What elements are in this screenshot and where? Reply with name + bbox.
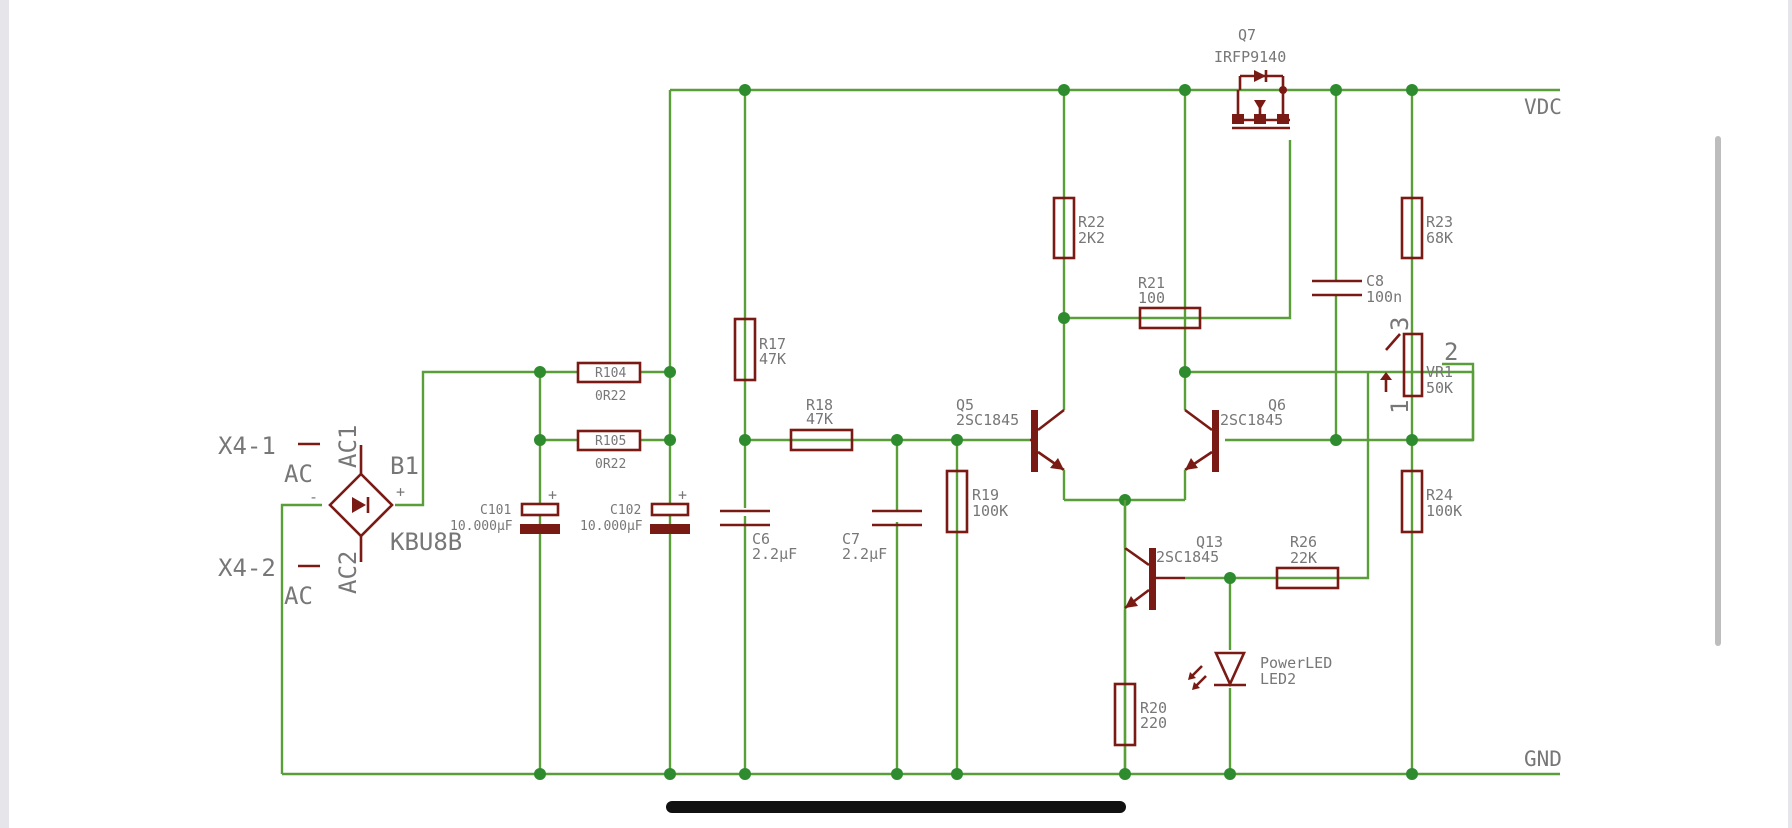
c101-value: 10.000µF — [450, 519, 513, 534]
left-bezel — [0, 0, 9, 828]
resistor-r26: R26 22K — [1275, 533, 1340, 590]
b1-name: B1 — [390, 452, 419, 480]
led-ref: LED2 — [1260, 670, 1296, 688]
vr1-pin-3: 3 — [1386, 317, 1414, 331]
c101-name: C101 — [480, 503, 511, 518]
r26-value: 22K — [1290, 549, 1317, 567]
junctions — [534, 84, 1418, 780]
r21-value: 100 — [1138, 289, 1165, 307]
net-vdc: VDC — [1524, 95, 1562, 119]
c7-name: C7 — [842, 530, 860, 548]
b1-value: KBU8B — [390, 528, 462, 556]
capacitor-c102: + C102 10.000µF — [580, 486, 690, 534]
resistor-r20: R20 220 — [1113, 682, 1167, 747]
transistor-q5: Q5 2SC1845 — [956, 396, 1066, 500]
vr1-value: 50K — [1426, 379, 1453, 397]
r24-name: R24 — [1426, 486, 1453, 504]
b1-pin-ac2: AC2 — [334, 551, 362, 594]
vertical-scrollbar[interactable] — [1715, 136, 1721, 646]
r17-name: R17 — [759, 335, 786, 353]
c102-name: C102 — [610, 503, 641, 518]
q5-name: Q5 — [956, 396, 974, 414]
capacitor-c7: C7 2.2µF — [842, 509, 922, 563]
c8-name: C8 — [1366, 272, 1384, 290]
vr1-pin-2: 2 — [1444, 338, 1458, 366]
r104-name: R104 — [595, 366, 626, 381]
capacitor-c6: C6 2.2µF — [720, 508, 797, 563]
q13-value: 2SC1845 — [1156, 548, 1219, 566]
resistor-r17: R17 47K — [733, 317, 786, 382]
net-gnd: GND — [1524, 747, 1562, 771]
c102-plus: + — [678, 486, 687, 504]
transistor-q13: Q13 2SC1845 — [1123, 500, 1223, 610]
led-power: PowerLED LED2 — [1188, 650, 1332, 690]
ac2-label: AC — [284, 582, 313, 610]
resistor-r19: R19 100K — [945, 469, 1008, 534]
resistor-r21: R21 100 — [1138, 274, 1202, 330]
wires — [280, 88, 1560, 776]
potentiometer-vr1: VR1 50K 2 3 1 — [1380, 317, 1458, 414]
resistor-r22: R22 2K2 — [1052, 196, 1105, 260]
q5-value: 2SC1845 — [956, 411, 1019, 429]
c7-value: 2.2µF — [842, 545, 887, 563]
vr1-pin-1: 1 — [1386, 400, 1414, 414]
bridge-b1: B1 KBU8B AC1 AC2 + - — [309, 425, 462, 594]
resistor-r18: R18 47K — [789, 396, 854, 452]
c6-name: C6 — [752, 530, 770, 548]
q6-value: 2SC1845 — [1220, 411, 1283, 429]
r21-name: R21 — [1138, 274, 1165, 292]
capacitor-c101: + C101 10.000µF — [450, 486, 560, 534]
r105-name: R105 — [595, 434, 626, 449]
r19-value: 100K — [972, 502, 1008, 520]
x4-2-label: X4-2 — [218, 554, 276, 582]
r19-name: R19 — [972, 486, 999, 504]
c8-value: 100n — [1366, 288, 1402, 306]
resistor-r104: R104 0R22 — [576, 361, 642, 404]
c6-value: 2.2µF — [752, 545, 797, 563]
b1-minus: - — [309, 488, 318, 506]
b1-pin-ac1: AC1 — [334, 425, 362, 468]
connector-x4: X4-1 X4-2 AC AC — [218, 432, 320, 610]
resistor-r24: R24 100K — [1400, 469, 1462, 534]
r23-name: R23 — [1426, 213, 1453, 231]
mosfet-q7: Q7 IRFP9140 — [1214, 26, 1290, 130]
r26-name: R26 — [1290, 533, 1317, 551]
capacitor-c8: C8 100n — [1312, 272, 1402, 306]
home-indicator[interactable] — [666, 801, 1126, 813]
r18-name: R18 — [806, 396, 833, 414]
resistor-r105: R105 0R22 — [576, 429, 642, 472]
q13-name: Q13 — [1196, 533, 1223, 551]
r105-value: 0R22 — [595, 457, 626, 472]
q7-value: IRFP9140 — [1214, 48, 1286, 66]
r17-value: 47K — [759, 350, 786, 368]
b1-plus: + — [396, 483, 405, 501]
q6-name: Q6 — [1268, 396, 1286, 414]
r22-value: 2K2 — [1078, 229, 1105, 247]
r18-value: 47K — [806, 410, 833, 428]
right-bezel — [1788, 0, 1792, 828]
c102-value: 10.000µF — [580, 519, 643, 534]
r23-value: 68K — [1426, 229, 1453, 247]
r22-name: R22 — [1078, 213, 1105, 231]
resistor-r23: R23 68K — [1400, 196, 1453, 260]
x4-1-label: X4-1 — [218, 432, 276, 460]
ac1-label: AC — [284, 460, 313, 488]
transistor-q6: Q6 2SC1845 — [1183, 396, 1286, 500]
led-name: PowerLED — [1260, 654, 1332, 672]
r20-name: R20 — [1140, 699, 1167, 717]
vr1-name: VR1 — [1426, 363, 1453, 381]
r104-value: 0R22 — [595, 389, 626, 404]
r20-value: 220 — [1140, 714, 1167, 732]
c101-plus: + — [548, 486, 557, 504]
q7-name: Q7 — [1238, 26, 1256, 44]
r24-value: 100K — [1426, 502, 1462, 520]
